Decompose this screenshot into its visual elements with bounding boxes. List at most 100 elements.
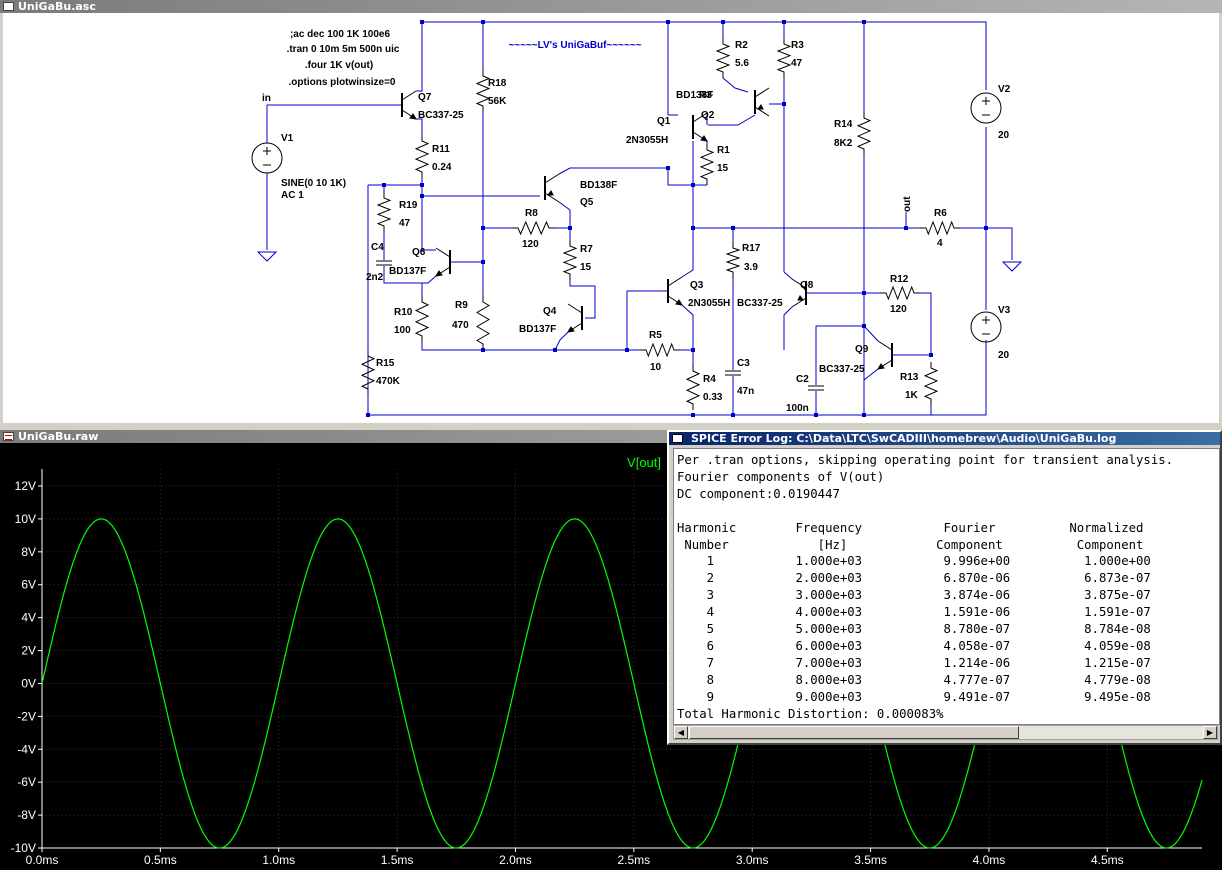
resistor-r11[interactable] [414, 135, 430, 178]
junction-dot [691, 226, 695, 230]
capacitor-c3[interactable] [725, 370, 741, 376]
schematic-canvas[interactable]: ;ac dec 100 1K 100e6.tran 0 10m 5m 500n … [3, 13, 1219, 423]
resistor-r12[interactable] [880, 285, 920, 301]
resistor-r6[interactable] [920, 220, 960, 236]
scroll-left-icon[interactable]: ◀ [674, 726, 688, 739]
resistor-r15[interactable] [360, 350, 376, 395]
component-value-v2: 20 [998, 130, 1010, 141]
component-ref-r11: R11 [432, 144, 450, 155]
junction-dot [366, 413, 370, 417]
net-label-in: in [262, 93, 271, 104]
component-value-q1: 2N3055H [626, 135, 668, 146]
transistor-q8[interactable] [791, 278, 807, 308]
resistor-r2[interactable] [715, 38, 731, 78]
y-tick-label: -2V [17, 709, 36, 723]
schematic-background [3, 13, 1219, 423]
transistor-q3[interactable] [667, 276, 683, 306]
resistor-r8[interactable] [512, 220, 555, 236]
transistor-q5[interactable] [544, 173, 560, 203]
spice-directive: .tran 0 10m 5m 500n uic [287, 44, 400, 55]
component-ref-r1: R1 [717, 145, 730, 156]
wire [783, 271, 793, 280]
component-value-r9: 470 [452, 320, 469, 331]
schematic-document-icon [3, 2, 14, 11]
wire [681, 304, 694, 350]
resistor-r18[interactable] [475, 70, 491, 112]
component-ref-v3: V3 [998, 305, 1011, 316]
resistor-r3[interactable] [776, 38, 792, 78]
schematic-window[interactable]: UniGaBu.asc ;ac dec 100 1K 100e6.tran 0 … [0, 0, 1222, 425]
component-value-c2: 100n [786, 403, 809, 414]
resistor-r7[interactable] [562, 240, 578, 280]
x-tick-label: 3.5ms [854, 853, 887, 867]
capacitor-c2[interactable] [808, 385, 824, 391]
component-ref-r5: R5 [649, 330, 662, 341]
scroll-thumb[interactable] [689, 726, 1019, 739]
junction-dot [666, 166, 670, 170]
junction-dot [731, 413, 735, 417]
transistor-q1[interactable] [692, 112, 708, 142]
transistor-q2[interactable] [754, 87, 770, 117]
resistor-r9[interactable] [476, 296, 490, 350]
schematic-parts [251, 38, 1023, 410]
schematic-labels: ;ac dec 100 1K 100e6.tran 0 10m 5m 500n … [262, 29, 1011, 414]
transistor-q6[interactable] [435, 247, 451, 277]
component-value-r11: 0.24 [432, 162, 452, 173]
log-horizontal-scrollbar[interactable]: ◀ ▶ [673, 725, 1218, 740]
resistor-r5[interactable] [640, 342, 680, 358]
scroll-right-icon[interactable]: ▶ [1203, 726, 1217, 739]
wire [383, 266, 422, 284]
component-ref-r12: R12 [890, 274, 909, 285]
x-tick-label: 0.5ms [144, 853, 177, 867]
resistor-r4[interactable] [685, 365, 701, 410]
component-value-q5: BD138F [580, 180, 617, 191]
component-value-r10: 100 [394, 325, 411, 336]
capacitor-c4[interactable] [376, 260, 392, 266]
junction-dot [691, 183, 695, 187]
resistor-r17[interactable] [725, 242, 741, 278]
junction-dot [382, 183, 386, 187]
log-line: 3 3.000e+03 3.874e-06 3.875e-07 [677, 588, 1151, 603]
junction-dot [691, 348, 695, 352]
log-line: Total Harmonic Distortion: 0.000083% [677, 706, 944, 721]
component-ref-r19: R19 [399, 200, 418, 211]
trace-label[interactable]: V[out] [627, 455, 661, 470]
junction-dot [731, 226, 735, 230]
spice-log-window[interactable]: SPICE Error Log: C:\Data\LTC\SwCADIII\ho… [667, 430, 1222, 745]
voltage-source-v3[interactable] [970, 311, 1002, 343]
component-ref-r7: R7 [580, 244, 593, 255]
component-value-q4: BD137F [519, 324, 556, 335]
resistor-r1[interactable] [699, 144, 715, 185]
log-line: 5 5.000e+03 8.780e-07 8.784e-08 [677, 622, 1151, 637]
component-ref-q4: Q4 [543, 306, 557, 317]
resistor-r19[interactable] [376, 192, 392, 232]
transistor-q9[interactable] [877, 340, 893, 370]
log-line: DC component:0.0190447 [677, 486, 840, 501]
schematic-titlebar[interactable]: UniGaBu.asc [0, 0, 1222, 13]
log-line: 6 6.000e+03 4.058e-07 4.059e-08 [677, 638, 1151, 653]
junction-dot [814, 413, 818, 417]
component-value-r7: 15 [580, 262, 592, 273]
resistor-r14[interactable] [856, 112, 872, 155]
component-value-q8: BC337-25 [737, 298, 783, 309]
wire [783, 306, 793, 350]
voltage-source-v1[interactable] [251, 142, 283, 174]
junction-dot [568, 226, 572, 230]
component-value-c3: 47n [737, 386, 754, 397]
component-ref-r2: R2 [735, 40, 748, 51]
component-value-q6: BD137F [389, 266, 426, 277]
transistor-q7[interactable] [401, 90, 417, 120]
log-title: SPICE Error Log: C:\Data\LTC\SwCADIII\ho… [691, 432, 1117, 445]
wire [722, 77, 749, 93]
voltage-source-v2[interactable] [970, 92, 1002, 124]
transistor-q4[interactable] [567, 303, 583, 333]
component-value-q9: BC337-25 [819, 364, 865, 375]
resistor-r10[interactable] [414, 296, 430, 342]
junction-dot [862, 413, 866, 417]
log-text-area[interactable]: Per .tran options, skipping operating po… [673, 448, 1220, 725]
component-ref-c4: C4 [371, 242, 384, 253]
component-ref-v2: V2 [998, 84, 1011, 95]
resistor-r13[interactable] [923, 362, 939, 405]
log-titlebar[interactable]: SPICE Error Log: C:\Data\LTC\SwCADIII\ho… [669, 432, 1220, 445]
